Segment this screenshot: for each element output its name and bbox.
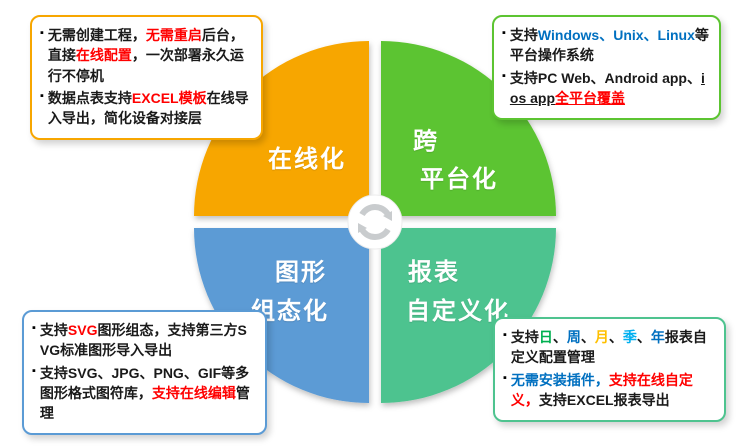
text-segment: 在线配置 <box>75 47 132 64</box>
text-segment: 支持EXCEL报表导出 <box>538 391 670 408</box>
text-segment: 在线导入导出，简化设备对接层 <box>47 89 249 127</box>
sync-arrow-bottom <box>359 227 391 241</box>
text-segment: 年 <box>650 329 665 345</box>
text-segment: 支持在线自定义， <box>510 371 693 408</box>
quadrant-label-online: 在线化 <box>268 146 346 173</box>
sync-arrow-top <box>359 203 391 217</box>
bullet-marker-icon: ▪ <box>32 322 36 334</box>
bullet-marker-icon: ▪ <box>32 364 36 377</box>
callout-report-custom: ▪ 支持日、周、月、季、年报表自定义配置管理 ▪ 无需安装插件，支持在线自定义，… <box>493 317 726 423</box>
text-segment: 周 <box>566 329 581 345</box>
bullet-text: 支持Windows、Unix、Linux等平台操作系统 <box>510 25 710 66</box>
quadrant-label-report-line1: 报表 <box>408 259 460 286</box>
text-segment: 管理 <box>39 384 250 422</box>
bullet-text: 数据点表支持EXCEL模板在线导入导出，简化设备对接层 <box>48 88 252 129</box>
quadrant-label-report-line2: 自定义化 <box>406 298 510 325</box>
quadrant-label-graphic-line1: 图形 <box>275 259 327 286</box>
text-segment: ios app <box>509 69 705 106</box>
text-segment: 报表自定义配置管理 <box>510 329 707 366</box>
text-segment: 无需安装插件， <box>510 371 609 388</box>
text-segment: 图形组态，支持第三方SVG标准图形导入导出 <box>39 322 247 359</box>
text-segment: 支持 <box>510 329 539 345</box>
text-segment: 支持 <box>39 322 68 338</box>
bullet-item: ▪ 数据点表支持EXCEL模板在线导入导出，简化设备对接层 <box>40 88 252 129</box>
text-segment: 支持PC Web、Android app、 <box>509 69 701 86</box>
text-segment: 支持在线编辑 <box>151 384 236 401</box>
bullet-item: ▪ 支持PC Web、Android app、ios app全平台覆盖 <box>502 68 710 109</box>
callout-cross-platform: ▪ 支持Windows、Unix、Linux等平台操作系统 ▪ 支持PC Web… <box>492 15 721 121</box>
text-segment: 支持SVG、JPG、PNG、GIF等多图形格式图符库， <box>39 364 250 401</box>
bullet-marker-icon: ▪ <box>503 371 507 384</box>
text-segment: 、 <box>552 329 567 345</box>
text-segment: 全平台覆盖 <box>555 89 626 106</box>
bullet-item: ▪ 无需安装插件，支持在线自定义，支持EXCEL报表导出 <box>503 370 715 411</box>
bullet-marker-icon: ▪ <box>503 329 507 341</box>
text-segment: 无需创建工程， <box>47 27 146 43</box>
text-segment: 后台，直接 <box>47 27 244 64</box>
text-segment: ，一次部署永久运行不停机 <box>47 47 244 84</box>
bullet-text: 支持PC Web、Android app、ios app全平台覆盖 <box>510 68 710 109</box>
text-segment: EXCEL模板 <box>131 89 207 106</box>
text-segment: 数据点表支持 <box>47 89 132 106</box>
sync-arrowhead-right <box>383 211 392 221</box>
bullet-text: 支持SVG、JPG、PNG、GIF等多图形格式图符库，支持在线编辑管理 <box>40 363 256 424</box>
text-segment: 支持 <box>509 27 538 43</box>
quadrant-report-custom <box>381 228 556 403</box>
bullet-text: 无需创建工程，无需重启后台，直接在线配置，一次部署永久运行不停机 <box>48 25 252 86</box>
text-segment: Windows、Unix、Linux <box>537 27 695 43</box>
bullet-item: ▪ 支持Windows、Unix、Linux等平台操作系统 <box>502 25 710 66</box>
bullet-text: 支持日、周、月、季、年报表自定义配置管理 <box>511 327 715 368</box>
quadrant-graphic-config <box>194 228 369 403</box>
text-segment: SVG <box>67 322 98 338</box>
quadrant-online <box>194 41 369 216</box>
bullet-item: ▪ 支持SVG图形组态，支持第三方SVG标准图形导入导出 <box>32 320 256 361</box>
quadrant-label-cross-line1: 跨 <box>413 128 439 155</box>
callout-online: ▪ 无需创建工程，无需重启后台，直接在线配置，一次部署永久运行不停机 ▪ 数据点… <box>30 15 263 141</box>
sync-icon-background <box>347 194 403 250</box>
bullet-marker-icon: ▪ <box>502 69 506 82</box>
bullet-item: ▪ 无需创建工程，无需重启后台，直接在线配置，一次部署永久运行不停机 <box>40 25 252 86</box>
callout-graphic-config: ▪ 支持SVG图形组态，支持第三方SVG标准图形导入导出 ▪ 支持SVG、JPG… <box>22 310 267 436</box>
bullet-marker-icon: ▪ <box>40 89 44 102</box>
bullet-text: 支持SVG图形组态，支持第三方SVG标准图形导入导出 <box>40 320 256 361</box>
text-segment: 季 <box>622 329 637 345</box>
text-segment: 无需重启 <box>145 27 202 43</box>
sync-icon <box>347 194 403 250</box>
text-segment: 月 <box>594 329 609 345</box>
bullet-marker-icon: ▪ <box>502 27 506 39</box>
text-segment: 、 <box>636 329 651 345</box>
bullet-item: ▪ 支持日、周、月、季、年报表自定义配置管理 <box>503 327 715 368</box>
bullet-item: ▪ 支持SVG、JPG、PNG、GIF等多图形格式图符库，支持在线编辑管理 <box>32 363 256 424</box>
bullet-marker-icon: ▪ <box>40 27 44 39</box>
text-segment: 、 <box>580 329 595 345</box>
text-segment: 日 <box>538 329 553 345</box>
text-segment: 、 <box>608 329 623 345</box>
text-segment: 等平台操作系统 <box>509 27 709 64</box>
bullet-text: 无需安装插件，支持在线自定义，支持EXCEL报表导出 <box>511 370 715 411</box>
quadrant-cross-platform <box>381 41 556 216</box>
quadrant-label-cross-line2: 平台化 <box>420 166 498 193</box>
sync-arrowhead-left <box>358 223 367 233</box>
